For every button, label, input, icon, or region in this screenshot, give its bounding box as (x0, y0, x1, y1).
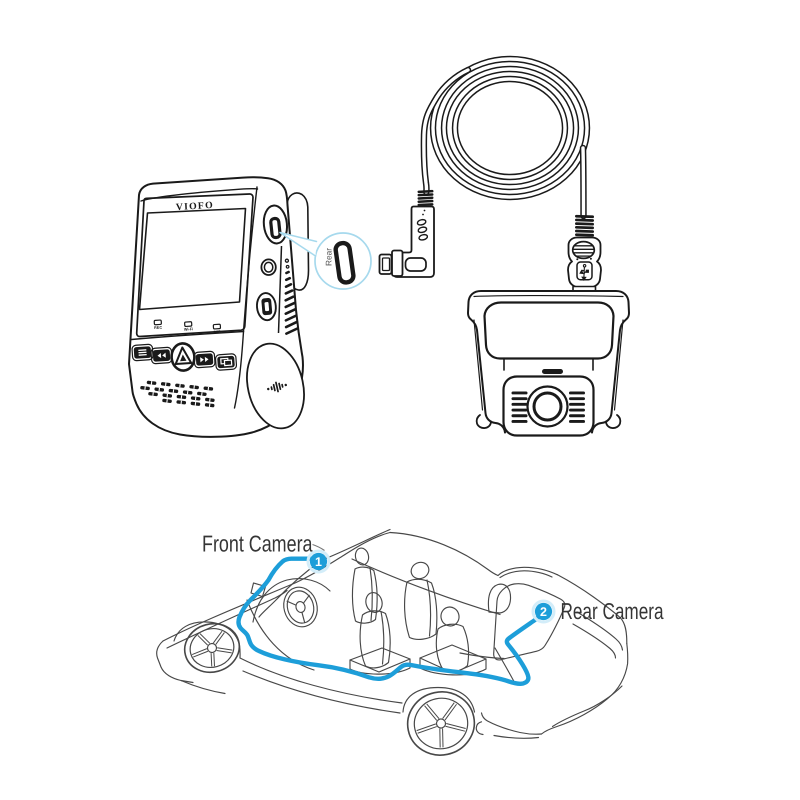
svg-text:REC: REC (154, 326, 163, 330)
svg-text:MIC: MIC (214, 330, 221, 334)
svg-text:2: 2 (540, 605, 547, 619)
svg-text:VIOFO: VIOFO (176, 200, 215, 213)
svg-text:Rear: Rear (324, 248, 334, 266)
svg-text:1: 1 (315, 555, 322, 569)
svg-text:Rear Camera: Rear Camera (561, 598, 664, 624)
svg-text:Front Camera: Front Camera (202, 531, 313, 557)
svg-text:Wi-Fi: Wi-Fi (184, 327, 193, 332)
